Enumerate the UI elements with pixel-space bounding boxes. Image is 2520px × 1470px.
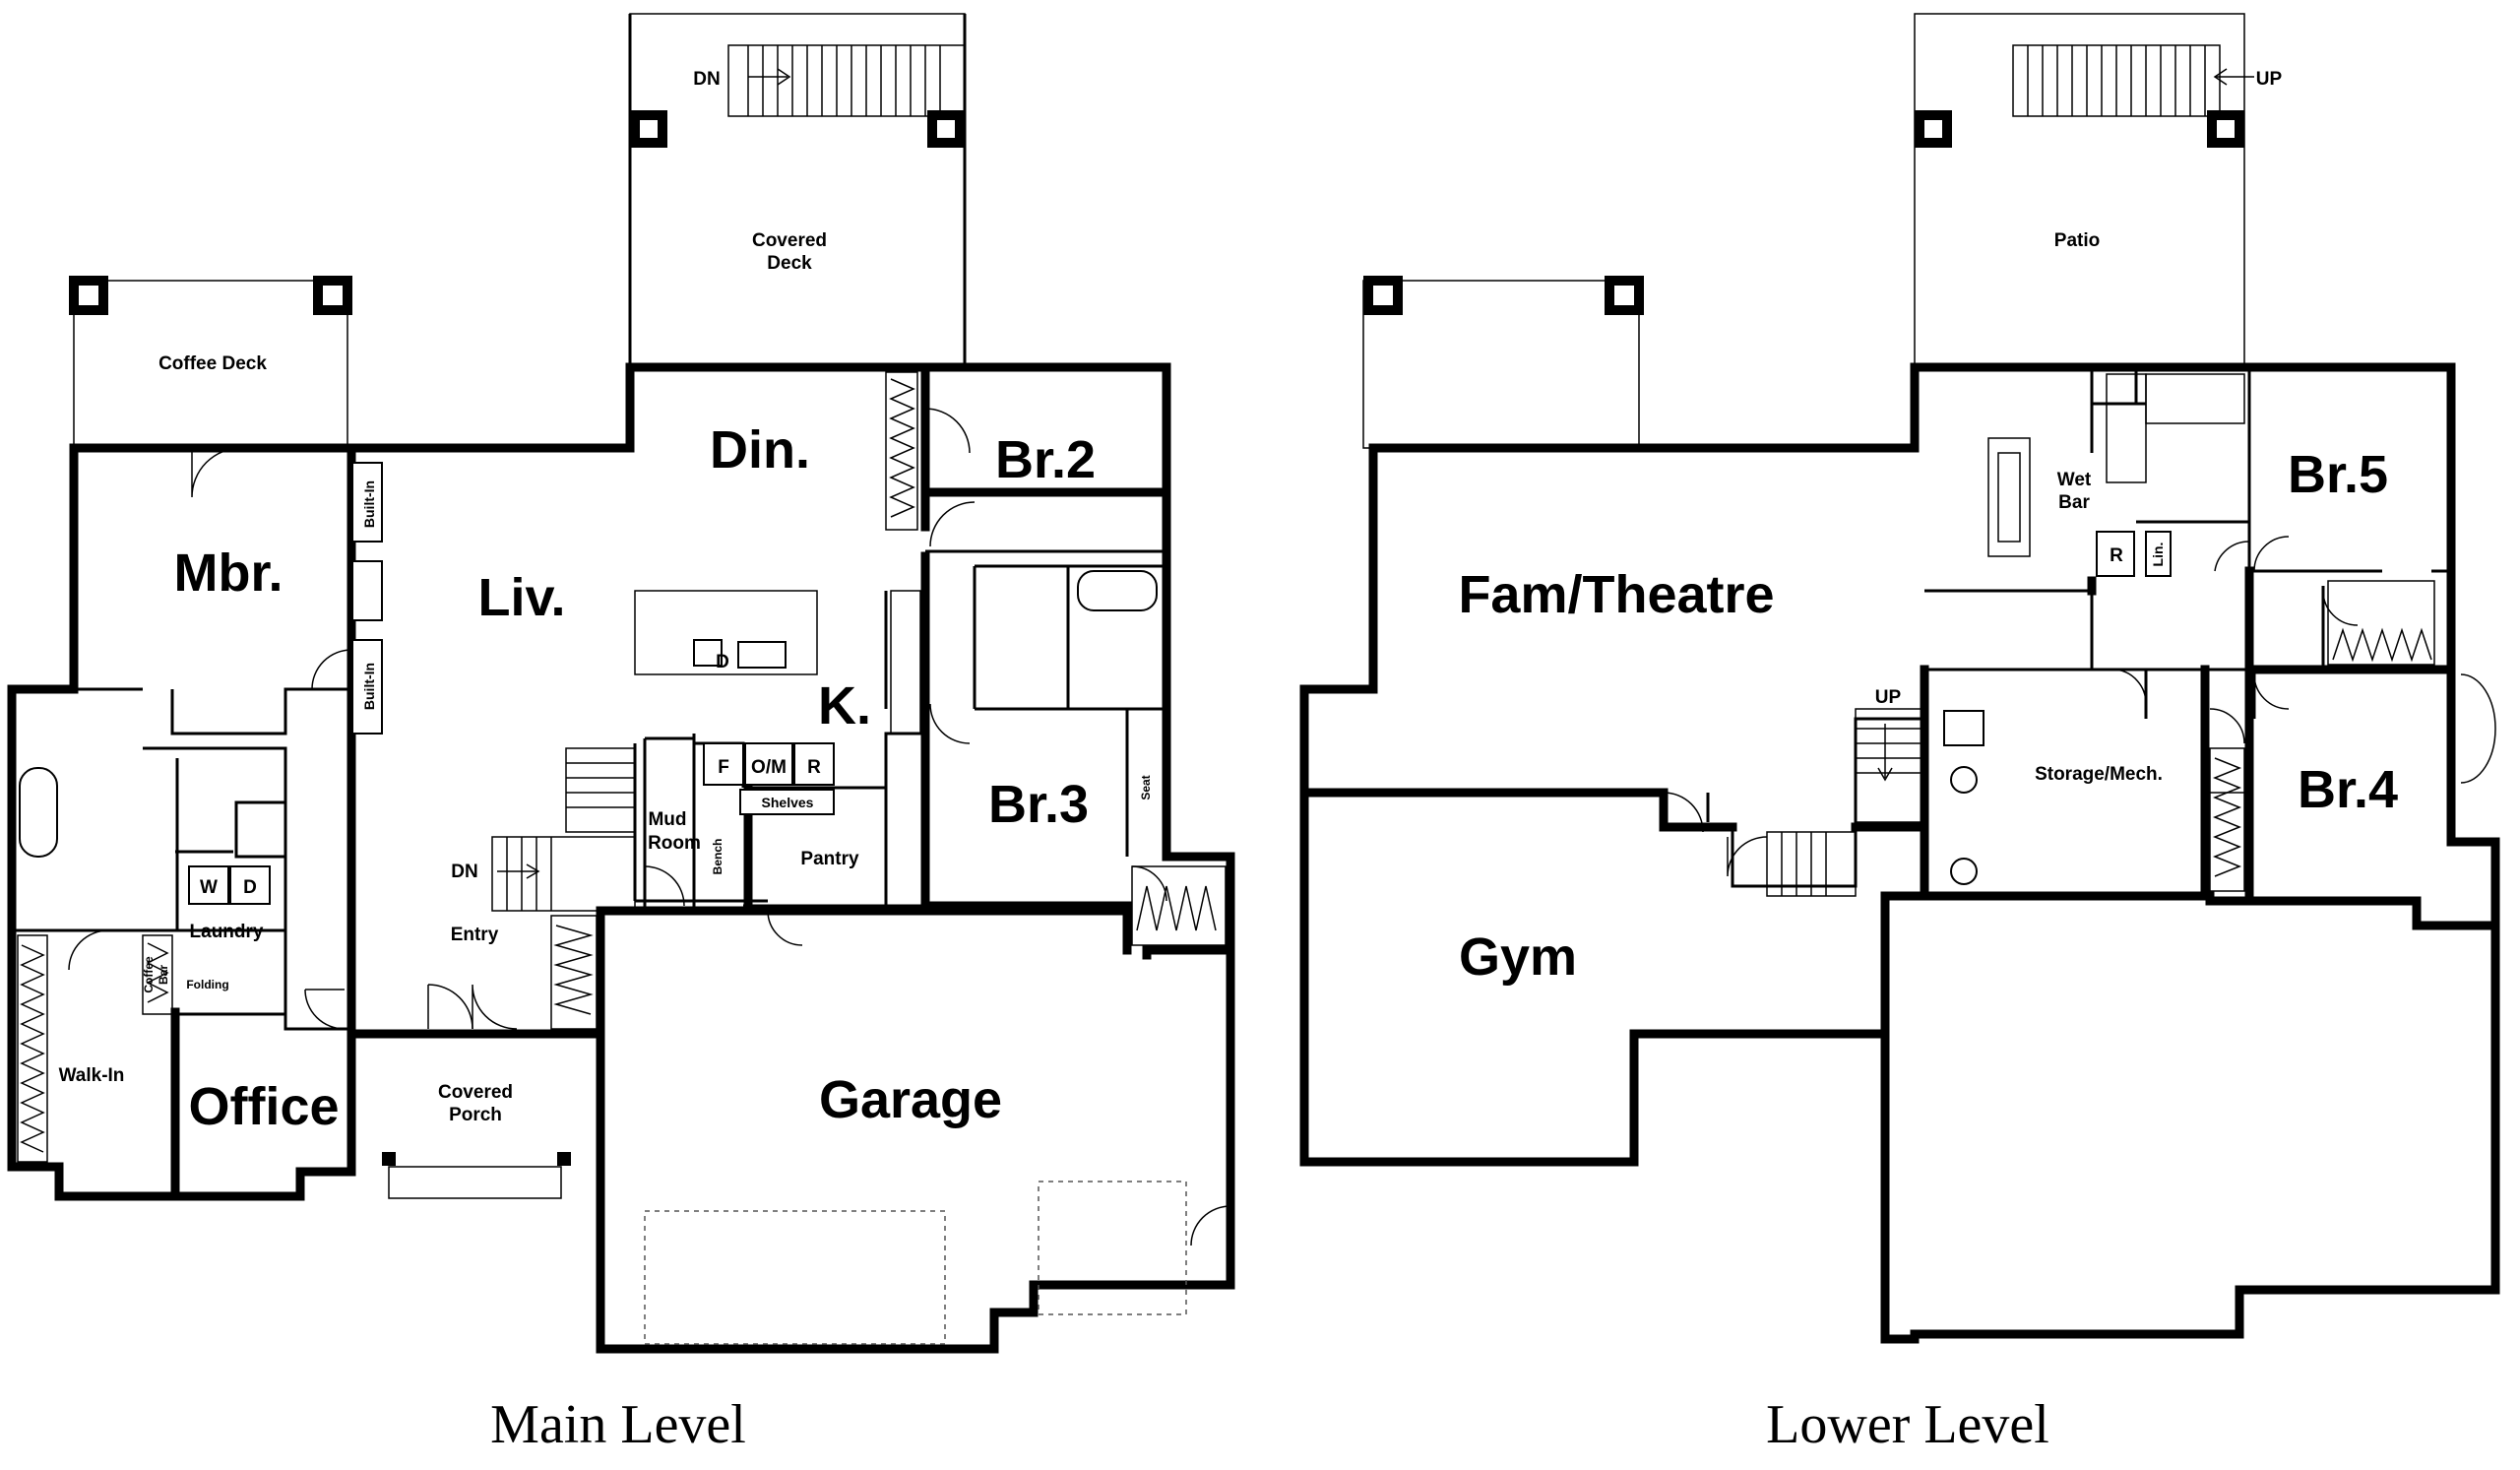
wet-bar-label-2: Bar <box>2058 492 2090 513</box>
up-deck-label: UP <box>2256 69 2283 90</box>
refrig-lower-label: R <box>2110 545 2123 566</box>
pantry-label: Pantry <box>800 849 859 869</box>
covered-deck-label: Covered <box>752 230 827 251</box>
coffee-deck <box>69 276 352 449</box>
built-in-label-2: Built-In <box>361 663 377 710</box>
main-exterior-walls <box>7 362 1235 1354</box>
storage-mech-label: Storage/Mech. <box>2035 764 2163 785</box>
lower-level-labels: Patio UP Fam/Theatre Gym Br.5 Br.4 Stora… <box>1458 69 2398 1455</box>
washer-label: W <box>200 877 218 898</box>
din-label: Din. <box>710 420 810 479</box>
lower-fixtures <box>1766 373 2496 897</box>
covered-deck <box>628 13 967 369</box>
coffee-deck-label: Coffee Deck <box>158 353 267 374</box>
refrig-label: R <box>807 757 821 778</box>
lower-level-title: Lower Level <box>1766 1394 2049 1455</box>
office-label: Office <box>188 1077 339 1136</box>
oven-micro-label: O/M <box>751 757 787 778</box>
lower-exterior-walls <box>1299 362 2500 1344</box>
linen-label: Lin. <box>2150 543 2166 567</box>
dryer-label: D <box>243 877 257 898</box>
patio-label: Patio <box>2054 230 2100 251</box>
fridge-label: F <box>718 757 729 778</box>
br2-label: Br.2 <box>995 430 1096 489</box>
coffee-bar-label-2: Bar <box>157 965 170 985</box>
up-stair-label: UP <box>1875 687 1902 708</box>
garage-label: Garage <box>819 1070 1002 1129</box>
built-in-label-1: Built-In <box>361 480 377 528</box>
dn-deck-label: DN <box>693 69 720 90</box>
shelves-label: Shelves <box>762 795 814 810</box>
laundry-label: Laundry <box>190 922 264 942</box>
br3-label: Br.3 <box>988 775 1089 834</box>
gym-label: Gym <box>1459 927 1577 987</box>
folding-label: Folding <box>186 978 228 991</box>
coffee-bar-label: Coffee <box>142 956 156 993</box>
main-interior-walls <box>12 362 1171 1201</box>
fam-theatre-label: Fam/Theatre <box>1458 565 1774 624</box>
br5-label: Br.5 <box>2288 445 2388 504</box>
seat-label: Seat <box>1139 775 1153 799</box>
main-door-swings <box>68 408 1231 1246</box>
covered-porch-label: Covered <box>438 1082 513 1103</box>
walk-in-label: Walk-In <box>59 1065 125 1086</box>
lower-interior-walls <box>1304 367 2456 901</box>
dn-stair-label: DN <box>451 862 477 882</box>
entry-label: Entry <box>451 925 499 945</box>
main-fixtures <box>17 371 1227 1345</box>
br4-label: Br.4 <box>2298 760 2398 819</box>
bench-label: Bench <box>711 839 724 875</box>
liv-label: Liv. <box>477 568 565 627</box>
kitchen-label: K. <box>818 676 871 735</box>
lower-door-swings <box>1663 536 2359 877</box>
mud-room-label-2: Room <box>648 833 701 854</box>
dishwasher-label: D <box>716 652 729 672</box>
main-level-title: Main Level <box>490 1394 746 1455</box>
covered-deck-label-2: Deck <box>767 253 812 274</box>
wet-bar-label: Wet <box>2057 470 2092 490</box>
patio <box>1362 13 2254 449</box>
mbr-label: Mbr. <box>173 543 283 603</box>
covered-porch-label-2: Porch <box>449 1105 502 1125</box>
lower-level-plan: Patio UP Fam/Theatre Gym Br.5 Br.4 Stora… <box>1299 13 2500 1455</box>
main-level-labels: Covered Deck Coffee Deck DN Mbr. Liv. Di… <box>59 69 1153 1455</box>
main-level-plan: Covered Deck Coffee Deck DN Mbr. Liv. Di… <box>7 13 1235 1455</box>
mud-room-label: Mud <box>648 809 686 830</box>
